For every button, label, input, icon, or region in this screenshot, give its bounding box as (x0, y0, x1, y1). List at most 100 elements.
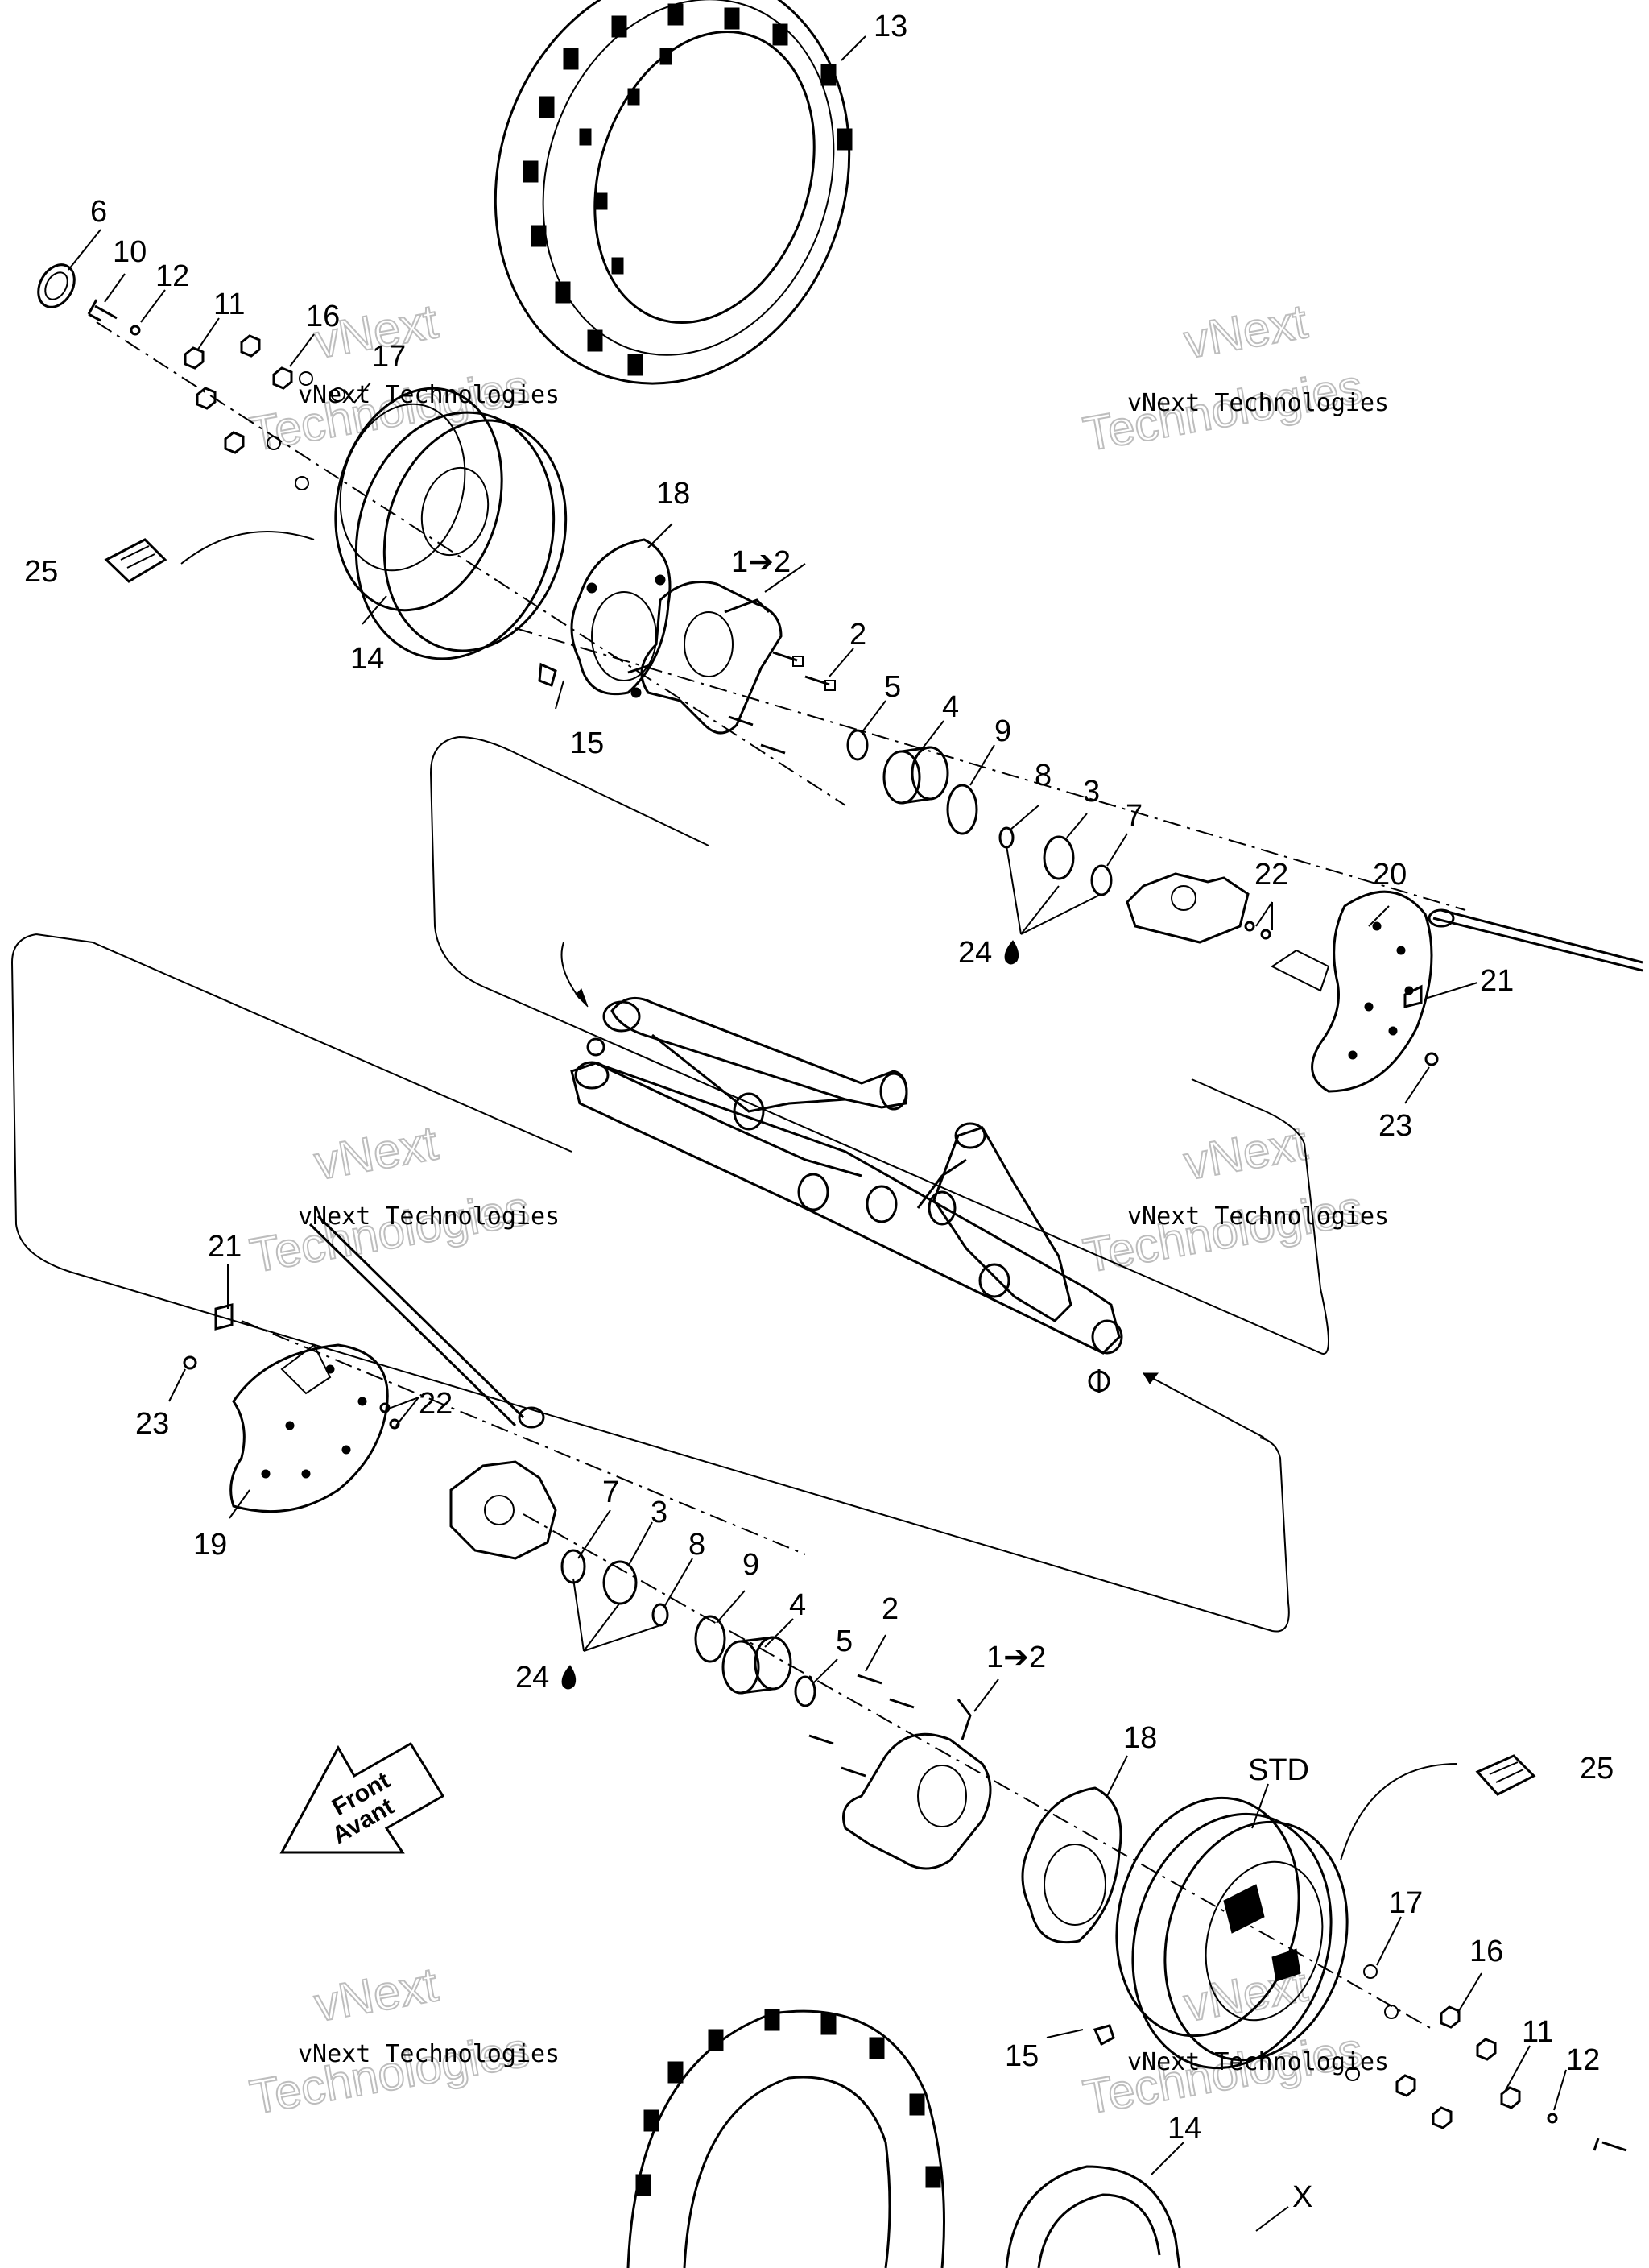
watermark-top-left: vNext Technologies vNext Technologies (246, 293, 560, 462)
bolt-22-bottom-1 (379, 1402, 391, 1413)
callout-3-bottom: 3 (651, 1496, 667, 1529)
callout-6: 6 (90, 195, 107, 229)
arrow-upper (560, 942, 581, 999)
spindle-bottom (449, 1460, 557, 1560)
axis-bottom-1 (241, 1320, 806, 1555)
axis-bottom-2 (523, 1513, 1434, 2030)
leader-lines (68, 35, 1567, 2232)
svg-text:Technologies: Technologies (1080, 1181, 1367, 1283)
knuckle-top (627, 581, 783, 735)
seal-6 (37, 263, 76, 308)
tie-rod-end-bottom (518, 1406, 545, 1429)
decal-25-bottom (1475, 1754, 1536, 1796)
callout-16-bottom: 16 (1469, 1935, 1503, 1968)
seal-3-top (1043, 835, 1075, 880)
bolts-2-bottom (808, 1674, 915, 1778)
callout-5-bottom: 5 (836, 1624, 853, 1658)
svg-text:vNext Technologies: vNext Technologies (1127, 389, 1389, 417)
a-arms-assembly (570, 996, 1123, 1393)
callout-1to2-bottom: 1➔2 (986, 1641, 1046, 1674)
svg-text:vNext Technologies: vNext Technologies (298, 381, 560, 409)
callout-20: 20 (1373, 858, 1407, 892)
callout-15-top: 15 (570, 726, 604, 760)
callout-10: 10 (113, 235, 147, 269)
callout-8-top: 8 (1035, 759, 1052, 793)
ring-8-bottom (651, 1603, 669, 1627)
callout-23-top: 23 (1378, 1109, 1412, 1143)
callout-17-bottom: 17 (1389, 1886, 1423, 1920)
lower-group-outline (10, 933, 1290, 1633)
rim-bottom (1115, 1796, 1349, 2070)
tire-tread-top (523, 3, 853, 376)
callout-17-top: 17 (372, 340, 406, 374)
bolt-22-top-1 (1244, 921, 1255, 932)
rim-top (334, 387, 568, 660)
callout-14-top: 14 (350, 642, 384, 676)
callout-21-top: 21 (1480, 964, 1514, 998)
bolt-22-top-2 (1260, 929, 1271, 940)
bearing-4-top (882, 746, 949, 805)
knuckle-bottom (842, 1699, 992, 1870)
svg-text:vNext: vNext (311, 1957, 442, 2032)
callout-7-top: 7 (1126, 799, 1143, 833)
hub-flange-top (570, 538, 672, 698)
callout-2-top: 2 (849, 618, 866, 652)
callout-1to2-top: 1➔2 (731, 545, 791, 579)
callout-24-top: 24 (958, 936, 992, 970)
callout-15-bottom: 15 (1005, 2039, 1039, 2073)
svg-text:vNext Technologies: vNext Technologies (298, 2040, 560, 2068)
bracket-21-top (1403, 984, 1423, 1008)
nuts-bottom (1093, 1964, 1627, 2152)
tie-rod-end-top (1428, 908, 1455, 928)
callout-11-top: 11 (213, 288, 245, 321)
callout-labels: 13 6 10 12 11 16 17 25 18 1➔2 14 2 15 5 … (24, 10, 1614, 2214)
seal-3-bottom (602, 1560, 638, 1605)
callout-8-bottom: 8 (688, 1528, 705, 1562)
bolt-22-bottom-2 (389, 1418, 400, 1430)
svg-text:vNext: vNext (311, 1115, 442, 1190)
tie-rod-bottom (308, 1215, 525, 1427)
watermark-mid-left: vNext Technologies vNext Technologies (246, 1115, 560, 1284)
brake-disc-20 (1271, 890, 1433, 1093)
callout-18-bottom: 18 (1123, 1721, 1157, 1755)
front-direction-arrow: Front Avant (279, 1741, 445, 1854)
callout-13: 13 (874, 10, 907, 43)
callout-5-top: 5 (884, 670, 901, 704)
oil-drop-icon-top (1004, 940, 1019, 965)
svg-text:vNext Technologies: vNext Technologies (1127, 2048, 1389, 2076)
callout-12-bottom: 12 (1566, 2043, 1600, 2077)
svg-text:Technologies: Technologies (246, 2022, 534, 2125)
callout-std: STD (1248, 1753, 1309, 1787)
callout-9-top: 9 (994, 714, 1011, 748)
callout-19: 19 (193, 1528, 227, 1562)
washer-5-bottom (794, 1675, 816, 1707)
axis-top-1 (96, 321, 846, 806)
tire-bottom (626, 2009, 945, 2268)
callout-2-bottom: 2 (882, 1592, 899, 1626)
washer-5-top (846, 729, 869, 761)
tire-top (494, 0, 853, 385)
arrow-lower-head (1143, 1372, 1159, 1384)
callout-9-bottom: 9 (742, 1548, 759, 1582)
callout-12-top: 12 (155, 259, 189, 293)
ring-8-top (998, 826, 1015, 849)
svg-text:vNext Technologies: vNext Technologies (298, 1202, 560, 1231)
callout-24-bottom: 24 (515, 1661, 549, 1695)
nuts-11-16 (184, 334, 345, 490)
rim-bottom-alt (1005, 2165, 1181, 2268)
watermark-mid-right: vNext Technologies vNext Technologies (1079, 1115, 1389, 1284)
callout-3-top: 3 (1083, 775, 1100, 809)
callout-11-bottom: 11 (1522, 2015, 1553, 2049)
oil-drop-icon-bottom (561, 1665, 577, 1690)
svg-text:vNext: vNext (1180, 294, 1312, 369)
bolt-10 (87, 299, 118, 322)
arrow-lower (1143, 1372, 1265, 1438)
brake-disc-19 (229, 1343, 389, 1513)
spindle-top (1126, 872, 1250, 944)
bolts-2-top (728, 651, 836, 755)
bolt-23-top (1424, 1052, 1439, 1066)
callout-18-top: 18 (656, 477, 690, 511)
callout-4-top: 4 (942, 690, 959, 724)
